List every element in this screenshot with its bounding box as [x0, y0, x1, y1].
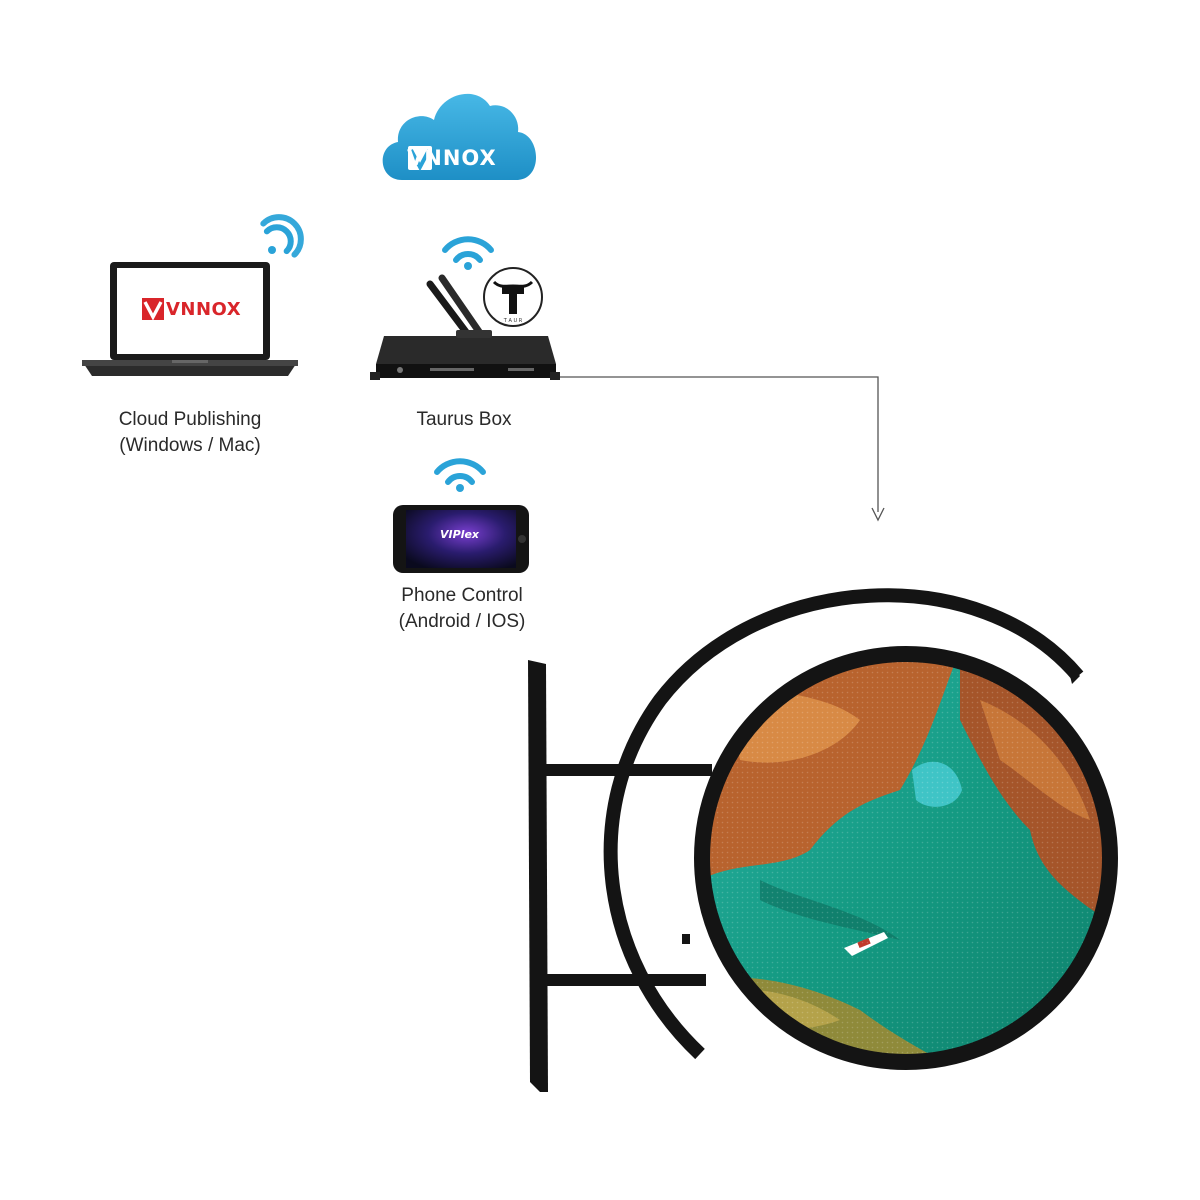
laptop-brand-text: VNNOX [166, 298, 242, 320]
taurus-box-icon [370, 274, 560, 380]
phone-node: VIPlex [392, 458, 532, 578]
taurus-logo-icon: T A U R [483, 267, 543, 327]
laptop-node: VNNOX [82, 212, 304, 382]
taurus-node: T A U R [370, 236, 560, 386]
taurus-label: Taurus Box [416, 409, 512, 430]
outer-arc [603, 588, 1084, 1060]
wifi-icon [442, 236, 494, 270]
wifi-icon [260, 214, 304, 258]
wall-bracket [528, 660, 712, 1092]
laptop-label-line1: Cloud Publishing [118, 409, 262, 430]
laptop-label: Cloud Publishing (Windows / Mac) [82, 407, 298, 459]
cloud-brand-text: VNNOX [407, 146, 497, 170]
cloud-icon [382, 93, 537, 180]
phone-label-line2: (Android / IOS) [398, 611, 526, 632]
laptop-label-line2: (Windows / Mac) [119, 435, 261, 456]
laptop-icon [82, 262, 298, 376]
phone-icon [393, 505, 529, 573]
vnnox-v-icon [142, 298, 164, 320]
svg-text:T A U R: T A U R [503, 318, 523, 324]
phone-label-line1: Phone Control [401, 585, 523, 606]
cloud-node: VNNOX [372, 80, 548, 188]
phone-label: Phone Control (Android / IOS) [362, 583, 562, 635]
phone-app-name: VIPlex [440, 528, 479, 541]
wifi-icon [434, 458, 486, 492]
laptop-screen-logo: VNNOX [142, 298, 241, 320]
